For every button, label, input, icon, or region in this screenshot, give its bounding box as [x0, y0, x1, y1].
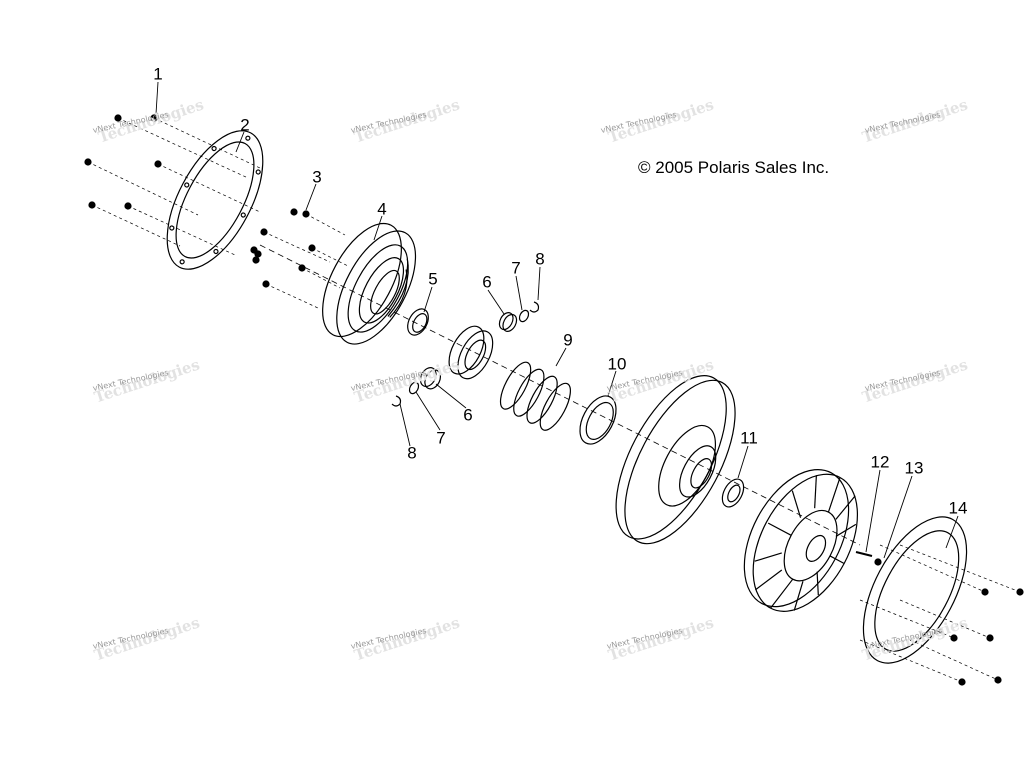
callout-6-upper: 6 — [482, 272, 492, 292]
part-12-pin — [855, 551, 873, 557]
callout-5: 5 — [428, 269, 438, 289]
callout-3: 3 — [312, 167, 322, 187]
part-1-bolts — [84, 114, 261, 256]
part-9-spring — [499, 361, 571, 431]
callout-4: 4 — [377, 199, 387, 219]
part-6-upper-roller — [498, 312, 518, 332]
callout-8-lower: 8 — [407, 443, 417, 463]
callout-2: 2 — [240, 115, 250, 135]
leader-lines — [155, 81, 959, 559]
callout-13: 13 — [904, 458, 924, 478]
part-7-lower-washer — [408, 381, 420, 395]
callout-8-upper: 8 — [535, 249, 545, 269]
callout-7-upper: 7 — [511, 258, 521, 278]
callout-6-lower: 6 — [463, 405, 473, 425]
part-6-lower-roller — [419, 367, 442, 390]
part-8-upper-clip — [529, 301, 540, 313]
part-7-upper-washer — [518, 309, 530, 323]
part-3-screws — [250, 208, 349, 309]
callout-7-lower: 7 — [436, 428, 446, 448]
assembly-axis — [259, 244, 861, 546]
part-10-ring — [579, 395, 617, 445]
part-11-washer — [721, 478, 745, 508]
callout-10: 10 — [607, 354, 627, 374]
fixed-sheave — [743, 468, 859, 612]
center-bearing — [448, 325, 494, 380]
callout-9: 9 — [563, 330, 573, 350]
callout-11: 11 — [740, 428, 758, 448]
part-5-ring — [407, 308, 429, 336]
callout-14: 14 — [948, 498, 968, 518]
part-4-housing — [322, 222, 417, 345]
callout-1: 1 — [153, 64, 163, 84]
part-14-ring — [862, 516, 968, 664]
part-14-bolts — [859, 544, 1024, 686]
part-2-ring — [166, 130, 264, 270]
part-13-nut — [874, 558, 882, 566]
moveable-sheave — [615, 375, 736, 545]
copyright-text: © 2005 Polaris Sales Inc. — [638, 158, 830, 177]
callout-12: 12 — [870, 452, 890, 472]
part-8-lower-clip — [391, 395, 402, 407]
